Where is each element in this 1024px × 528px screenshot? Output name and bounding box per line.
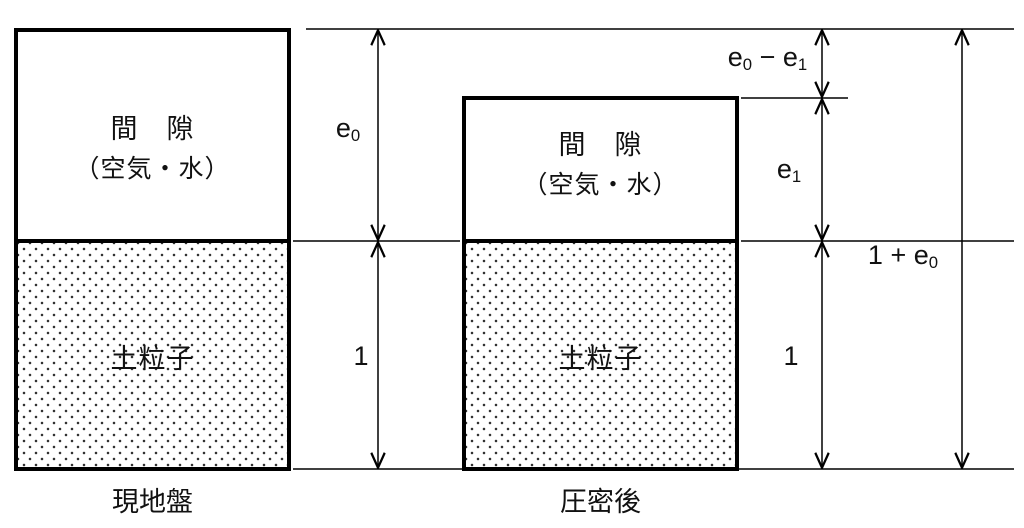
dim-total-base: e [913, 240, 929, 270]
dim-e0-sub: 0 [350, 126, 361, 146]
right-soil-box [462, 243, 739, 471]
dim-label-e1: e1 [765, 154, 813, 185]
dim-label-unit-right: 1 [783, 341, 799, 371]
dim-settlement-sub1: 0 [742, 55, 753, 75]
left-soil-label: 土粒子 [110, 344, 195, 374]
left-soil-box [14, 243, 291, 471]
right-void-box [462, 96, 739, 243]
dim-total-sub: 0 [928, 253, 939, 273]
dim-label-unit-left: 1 [353, 341, 369, 371]
dim-label-total: 1 + e0 [848, 240, 958, 271]
right-soil-label: 土粒子 [558, 344, 643, 374]
dim-settlement-sub2: 1 [797, 55, 808, 75]
caption-after-consolidation: 圧密後 [560, 487, 641, 517]
dim-e0-base: e [335, 113, 351, 143]
dim-e1-sub: 1 [791, 167, 802, 187]
left-void-box [14, 28, 291, 243]
dim-total-prefix: 1 + [867, 240, 914, 270]
dim-e1-base: e [776, 154, 792, 184]
right-void-label-line1: 間 隙 [558, 130, 643, 160]
left-void-label-line2: （空気・水） [74, 155, 231, 183]
dim-settlement-base1: e [727, 42, 743, 72]
right-void-label-line2: （空気・水） [522, 171, 679, 199]
dim-label-settlement: e0 − e1 [700, 42, 835, 73]
dim-label-e0: e0 [322, 113, 374, 144]
dim-settlement-base2: e [782, 42, 798, 72]
dim-settlement-operator: − [752, 42, 783, 72]
caption-original-ground: 現地盤 [112, 487, 193, 517]
left-void-label-line1: 間 隙 [110, 114, 195, 144]
